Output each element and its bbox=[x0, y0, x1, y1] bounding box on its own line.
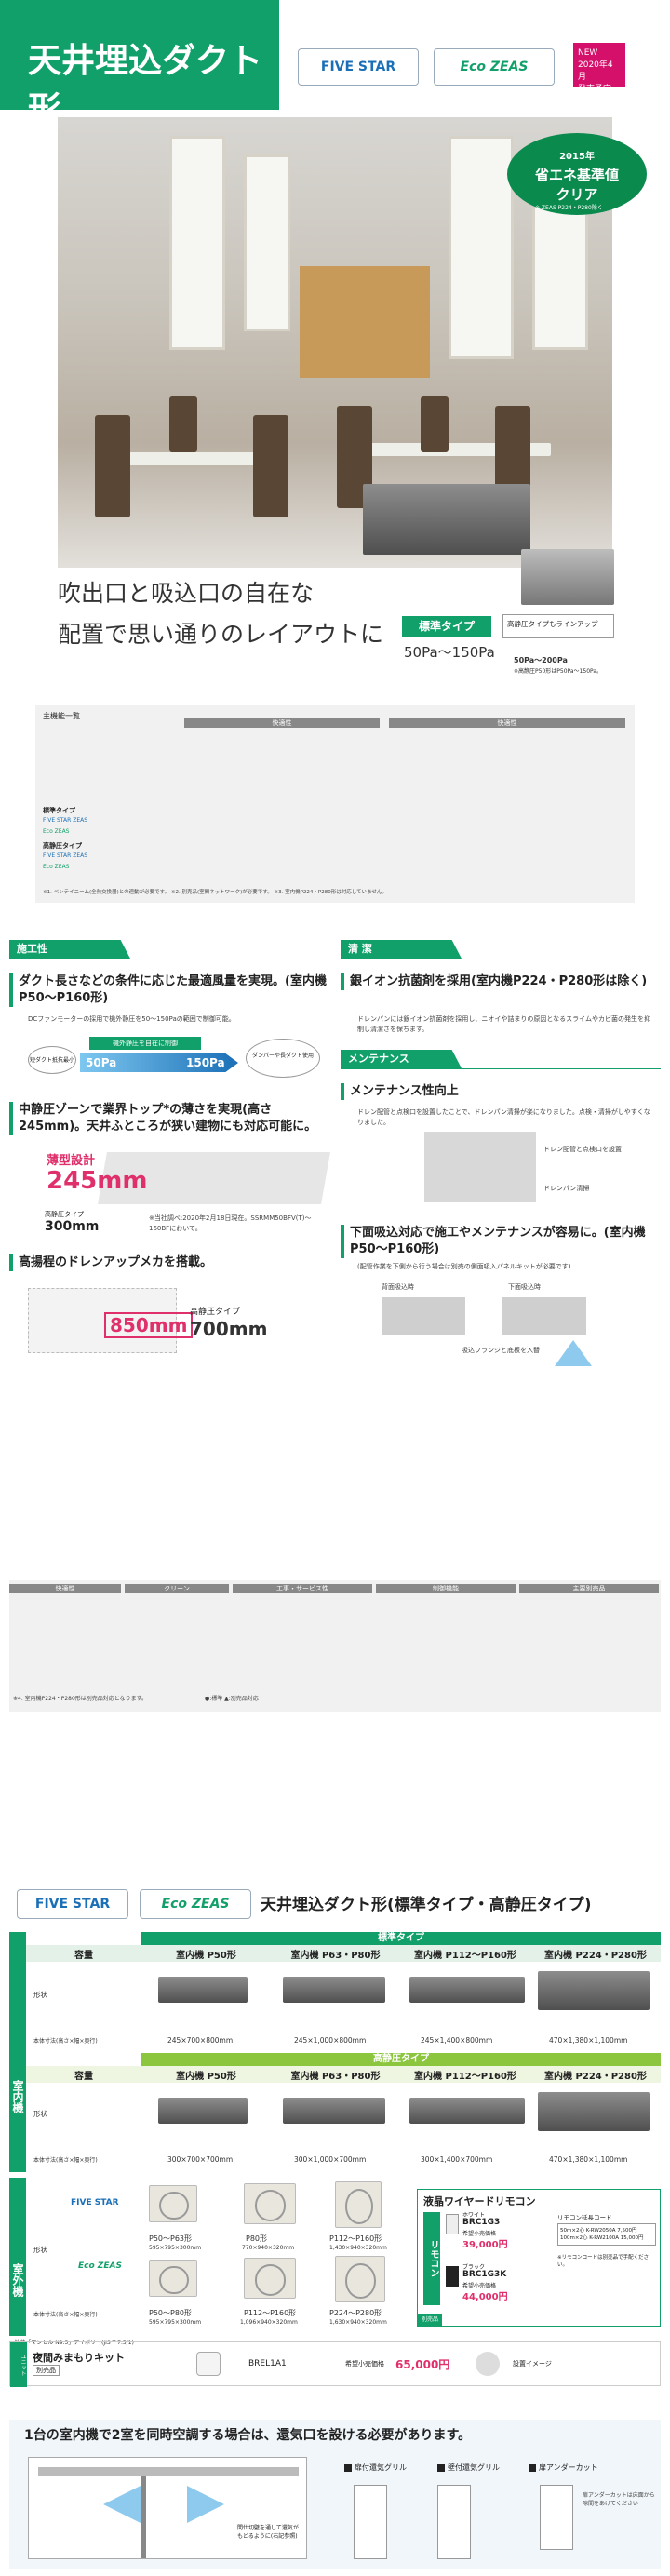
outdoor-eco-p224-image bbox=[335, 2256, 385, 2302]
section-clean: 清 潔 bbox=[341, 940, 462, 959]
std-p63-image bbox=[283, 1977, 385, 2003]
hp-cap-row: 容量 室内機 P50形 室内機 P63・P80形 室内機 P112〜P160形 … bbox=[26, 2066, 661, 2083]
outdoor-eco-p112-image bbox=[244, 2258, 296, 2299]
back-intake-image bbox=[382, 1297, 465, 1335]
drain-lift-image bbox=[28, 1288, 177, 1353]
hp-unit-image bbox=[521, 549, 614, 605]
thin-value: 245mm bbox=[47, 1167, 148, 1195]
std-p224-image bbox=[538, 1971, 650, 2010]
outdoor-eco-p50-image bbox=[149, 2260, 197, 2297]
standard-pressure: 50Pa〜150Pa bbox=[404, 644, 495, 661]
duct-unit-image bbox=[363, 484, 530, 555]
airflow-arrow-icon bbox=[555, 1340, 592, 1366]
maintenance-image bbox=[424, 1132, 536, 1202]
std-cap-row: 容量 室内機 P50形 室内機 P63・P80形 室内機 P112〜P160形 … bbox=[26, 1945, 661, 1962]
undercut-image bbox=[540, 2485, 573, 2550]
lift-value: 850mm bbox=[104, 1312, 194, 1338]
legend-2: 壁付還気グリル bbox=[437, 2462, 500, 2473]
remote-box: 液晶ワイヤードリモコン リモコン ホワイト BRC1G3 希望小売価格 39,0… bbox=[417, 2189, 661, 2327]
wall-grille-image bbox=[437, 2485, 471, 2559]
hp-p224-image bbox=[538, 2092, 650, 2131]
std-p50-image bbox=[158, 1977, 248, 2003]
legend-3: 扉アンダーカット bbox=[529, 2462, 598, 2473]
badge-note: ※ ZEAS P224・P280除く bbox=[535, 205, 603, 211]
page-title: 天井埋込ダクト形 bbox=[0, 0, 279, 128]
outdoor-fs-p112-image bbox=[335, 2181, 382, 2228]
eco-zeas-logo: Eco ZEAS bbox=[434, 48, 555, 86]
construction-h1: ダクト長さなどの条件に応じた最適風量を実現。(室内機P50〜P160形) bbox=[9, 973, 331, 1007]
catch-line-1: 吹出口と吸込口の自在な bbox=[58, 580, 315, 607]
door-grille-image bbox=[354, 2485, 387, 2559]
bottom-intake-image bbox=[502, 1297, 586, 1335]
install-image bbox=[476, 2352, 500, 2376]
legend-1: 扉付還気グリル bbox=[344, 2462, 407, 2473]
hp-p63-image bbox=[283, 2098, 385, 2124]
maint-h2: 下面吸込対応で施工やメンテナンスが容易に。(室内機P50〜P160形) bbox=[341, 1225, 657, 1258]
std-header: 標準タイプ bbox=[141, 1932, 661, 1945]
clean-h1: 銀イオン抗菌剤を採用(室内機P224・P280形は除く) bbox=[341, 973, 657, 990]
hp-p50-image bbox=[158, 2098, 248, 2124]
spec-eco-zeas-logo: Eco ZEAS bbox=[140, 1889, 251, 1919]
new-badge: NEW 2020年4月 発売予定 bbox=[573, 43, 625, 94]
feature-table-1: 主機能一覧 快適性 快適性 標準タイプ FIVE STAR ZEAS Eco Z… bbox=[35, 705, 635, 903]
section-construction: 施工性 bbox=[9, 940, 130, 959]
night-kit-image bbox=[196, 2352, 221, 2376]
construction-h2: 中静圧ゾーンで業界トップ*の薄さを実現(高さ245mm)。天井ふところが狭い建物… bbox=[9, 1102, 331, 1135]
construction-h3: 高揚程のドレンアップメカを搭載。 bbox=[9, 1254, 331, 1271]
bottom-title: 1台の室内機で2室を同時空調する場合は、還気口を設ける必要があります。 bbox=[24, 2428, 472, 2443]
five-star-zeas-logo: FIVE STAR bbox=[298, 48, 419, 86]
spec-title: 天井埋込ダクト形(標準タイプ・高静圧タイプ) bbox=[261, 1896, 592, 1914]
high-pressure-tag: 高静圧タイプもラインアップ bbox=[502, 614, 614, 638]
outdoor-fs-p80-image bbox=[244, 2183, 296, 2224]
feature-table-2: 快適性 クリーン 工事・サービス性 制御機能 主要別売品 ※4. 室内機P224… bbox=[9, 1580, 661, 1712]
section-maintenance: メンテナンス bbox=[341, 1050, 462, 1068]
remote-white-image bbox=[446, 2214, 459, 2234]
maint-h1: メンテナンス性向上 bbox=[341, 1083, 657, 1100]
spec-five-star-logo: FIVE STAR bbox=[17, 1889, 128, 1919]
outdoor-fs-p50-image bbox=[149, 2185, 197, 2222]
indoor-label: 室内機 bbox=[9, 1932, 26, 2172]
hp-pressure: 50Pa〜200Pa bbox=[514, 656, 568, 664]
std-p112-image bbox=[409, 1977, 525, 2003]
hp-p112-image bbox=[409, 2098, 525, 2124]
standard-type-tag: 標準タイプ bbox=[402, 616, 491, 637]
remote-black-image bbox=[446, 2266, 459, 2287]
hp-note: ※高静圧P50形はP50Pa〜150Pa。 bbox=[514, 668, 603, 675]
airflow-diagram: 間仕切壁を通して還気がもどるように(右記参照) bbox=[28, 2457, 307, 2559]
outdoor-label: 室外機 bbox=[9, 2178, 26, 2336]
energy-standard-badge: 2015年 省エネ基準値 クリア bbox=[507, 133, 647, 215]
pressure-range-arrow bbox=[80, 1053, 238, 1072]
page-header: 天井埋込ダクト形 FIVE STAR Eco ZEAS NEW 2020年4月 … bbox=[0, 0, 670, 128]
night-kit-row: ユニット 夜間みまもりキット 別売品 BREL1A1 希望小売価格 65,000… bbox=[9, 2341, 661, 2387]
catch-line-2: 配置で思い通りのレイアウトに bbox=[58, 621, 384, 648]
hp-header: 高静圧タイプ bbox=[141, 2053, 661, 2066]
